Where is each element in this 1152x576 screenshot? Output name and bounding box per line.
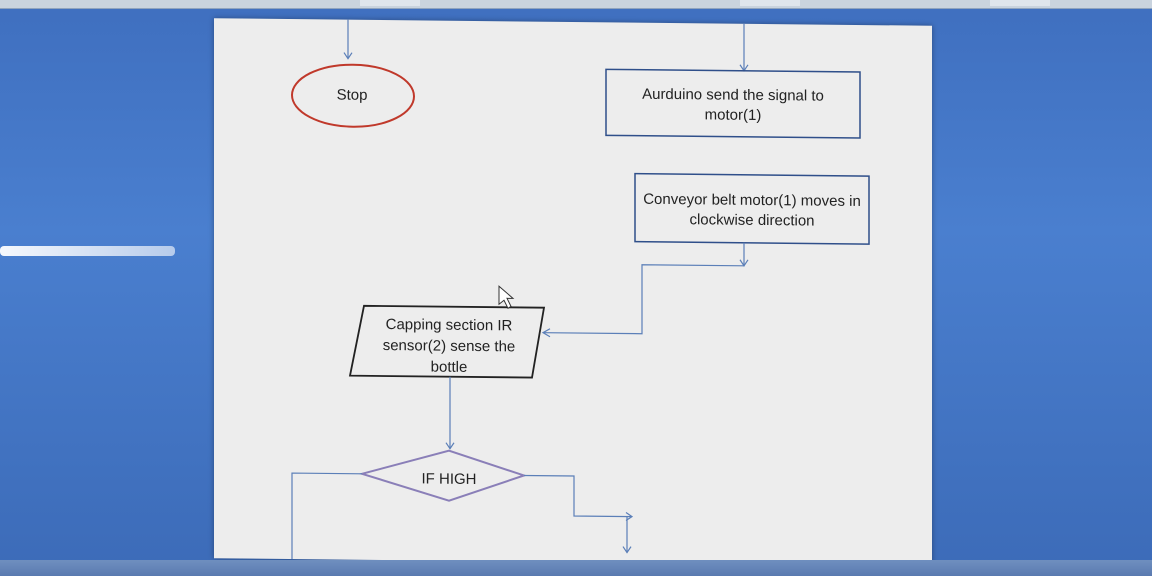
arrowhead [739, 259, 749, 267]
arrowhead [625, 512, 634, 522]
screen-glare [0, 246, 175, 256]
arrowhead [622, 546, 632, 554]
stop-terminator-shape [291, 63, 415, 128]
toolbar-tab[interactable] [990, 0, 1050, 6]
arrowhead [541, 328, 551, 338]
mouse-cursor-icon [498, 285, 515, 310]
arrowhead [445, 442, 455, 450]
conveyor-process-box [634, 172, 870, 245]
connector-decision-right [524, 474, 632, 518]
document-page: Stop Aurduino send the signal to motor(1… [214, 18, 932, 566]
arduino-box-label: Aurduino send the signal to motor(1) [642, 85, 824, 124]
arduino-process-box [605, 68, 861, 139]
capping-box-label: Capping section IR sensor(2) sense the b… [382, 316, 516, 376]
arrowhead [343, 52, 353, 60]
connector-decision-left [291, 472, 362, 560]
connector-conveyor-to-capping [544, 242, 745, 335]
toolbar-tab[interactable] [740, 0, 800, 6]
capping-input-shape [348, 304, 546, 379]
conveyor-box-label: Conveyor belt motor(1) moves in clockwis… [643, 190, 861, 230]
screen-bottom-edge [0, 560, 1152, 576]
decision-label: IF HIGH [421, 470, 477, 488]
window-top-bar [0, 0, 1152, 9]
toolbar-tab[interactable] [360, 0, 420, 6]
stop-label: Stop [336, 86, 368, 104]
flowchart-canvas [291, 19, 870, 560]
